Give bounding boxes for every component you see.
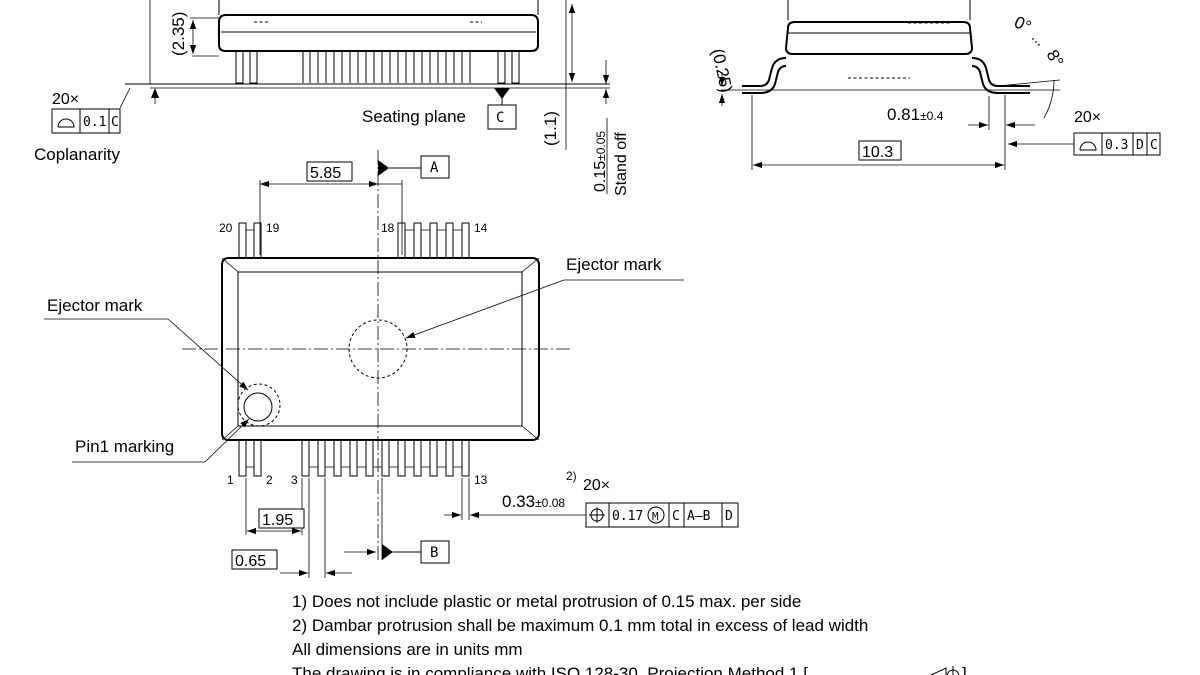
profile-surface-icon-2 xyxy=(1079,141,1097,151)
coplanarity-qty: 20× xyxy=(52,91,79,108)
note-1: 1) Does not include plastic or metal pro… xyxy=(292,592,801,611)
note-2: 2) Dambar protrusion shall be maximum 0.… xyxy=(292,616,868,635)
seating-plane-datum: C xyxy=(496,110,504,126)
position-icon xyxy=(589,507,605,523)
note-4-suffix: ] xyxy=(962,664,967,675)
position-note-ref: 2) xyxy=(566,469,577,483)
projection-method-icon xyxy=(929,666,960,675)
package-body xyxy=(221,257,540,441)
pin-label-19: 19 xyxy=(266,221,280,235)
bottom-leads xyxy=(238,439,470,477)
position-qty: 20× xyxy=(583,477,610,494)
position-tol: 0.17 xyxy=(612,509,643,524)
angle-end: 8° xyxy=(1043,47,1068,71)
standoff-label: Stand off xyxy=(613,132,630,196)
position-datum-2: A–B xyxy=(687,509,711,524)
pin1-marking-dot xyxy=(243,392,273,422)
notes: 1) Does not include plastic or metal pro… xyxy=(292,592,967,675)
lead-width: 0.33±0.08 xyxy=(502,492,565,511)
position-datum-3: D xyxy=(725,509,733,524)
coplanarity-frame: 0.1 C xyxy=(51,108,121,134)
ejector-mark-left-label: Ejector mark xyxy=(47,296,143,315)
end-view: (0.25) 0° ... 8° 0.81±0.4 10.3 20× 0.3 D… xyxy=(708,0,1161,170)
pin-label-2: 2 xyxy=(266,473,273,487)
mmc-modifier-icon xyxy=(647,506,665,524)
coplanarity-tol: 0.1 xyxy=(83,115,106,130)
foot-length: 0.81±0.4 xyxy=(887,105,944,124)
profile-frame: 0.3 D C xyxy=(1073,132,1161,156)
position-modifier: M xyxy=(652,510,659,523)
profile-qty: 20× xyxy=(1074,109,1101,126)
dim-pitch: 0.65 xyxy=(235,553,266,570)
pin-label-3: 3 xyxy=(291,473,298,487)
profile-datum-1: D xyxy=(1136,138,1144,153)
datum-b: B xyxy=(430,545,438,561)
ejector-mark-center xyxy=(348,319,408,379)
side-view: (2.35) 20× 0.1 C Coplanarity Seating pla… xyxy=(34,0,630,196)
overall-width: 10.3 xyxy=(862,144,893,161)
profile-datum-2: C xyxy=(1150,138,1158,153)
standoff-value: 0.15±0.05 xyxy=(592,131,609,192)
position-frame: 0.17 M C A–B D xyxy=(585,502,739,528)
datum-a: A xyxy=(430,160,439,176)
profile-surface-icon xyxy=(57,118,75,128)
pin-label-20: 20 xyxy=(219,221,233,235)
note-4: The drawing is in compliance with ISO 12… xyxy=(292,664,808,675)
pin-label-14: 14 xyxy=(474,221,488,235)
pin1-marking-label: Pin1 marking xyxy=(75,437,174,456)
pin-label-18: 18 xyxy=(381,221,395,235)
coplanarity-label: Coplanarity xyxy=(34,145,120,164)
coplanarity-datum: C xyxy=(111,115,119,130)
side-leads xyxy=(235,50,520,84)
top-view: 5.85 A xyxy=(44,150,739,578)
dim-lead-thickness: (0.25) xyxy=(708,47,736,94)
dim-total-height: (1.1) xyxy=(541,111,560,146)
seating-plane-label: Seating plane xyxy=(362,107,466,126)
position-datum-1: C xyxy=(672,509,680,524)
note-3: All dimensions are in units mm xyxy=(292,640,523,659)
pin-label-13: 13 xyxy=(474,473,488,487)
angle-start: 0° xyxy=(1011,12,1034,36)
dim-body-height: (2.35) xyxy=(169,12,188,56)
pin-label-1: 1 xyxy=(227,473,234,487)
angle-dots: ... xyxy=(1028,29,1049,50)
dim-first-gap: 1.95 xyxy=(262,512,293,529)
ejector-mark-corner xyxy=(237,383,281,427)
dim-half-span: 5.85 xyxy=(310,165,341,182)
profile-tol: 0.3 xyxy=(1105,138,1128,153)
top-leads xyxy=(238,222,470,259)
ejector-mark-right-label: Ejector mark xyxy=(566,255,662,274)
